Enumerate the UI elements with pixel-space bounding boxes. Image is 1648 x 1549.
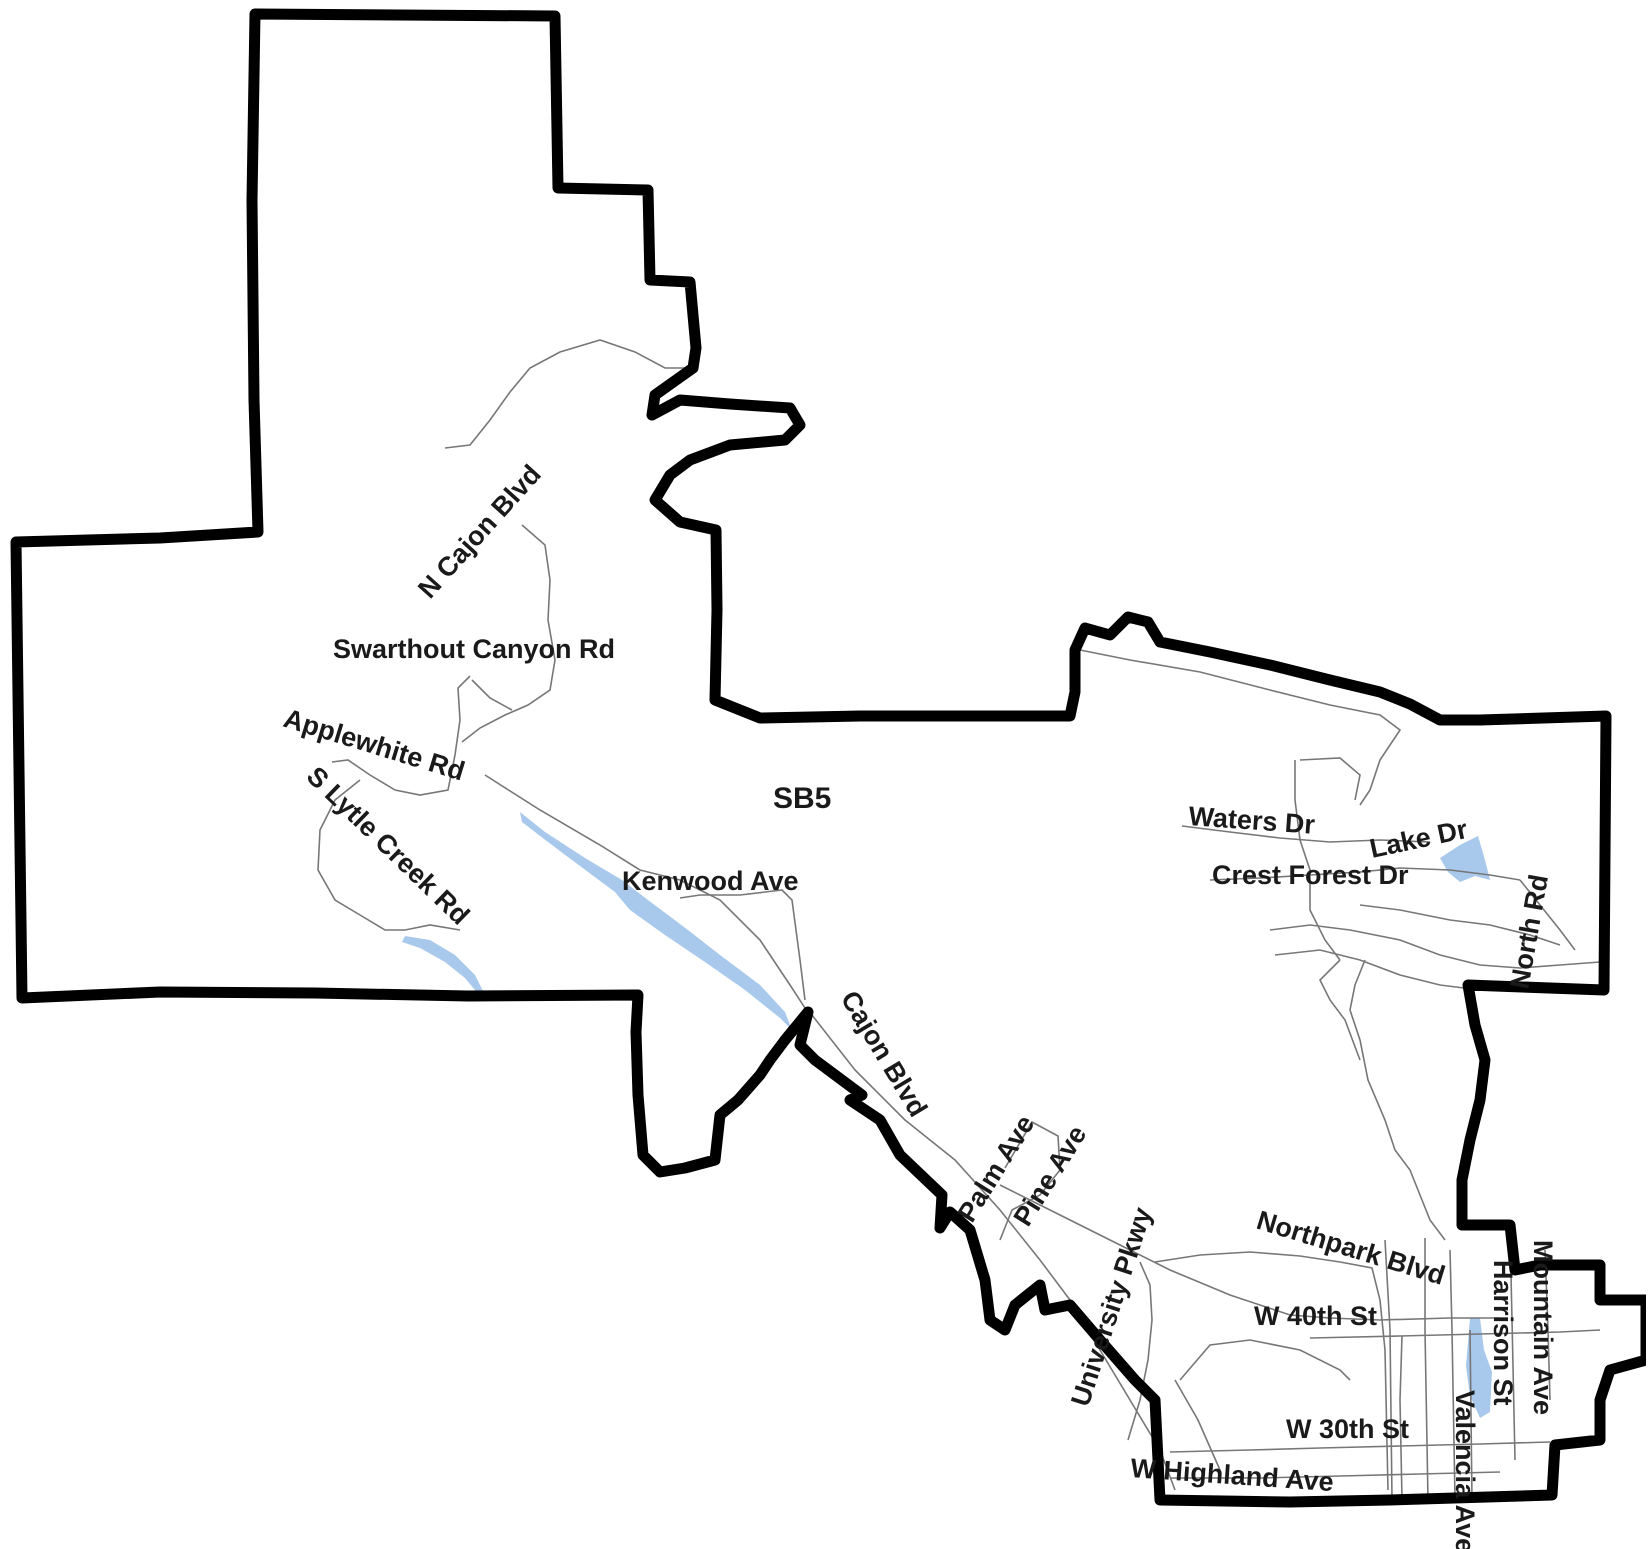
road-w-30th <box>1169 1441 1551 1453</box>
label-n-cajon-blvd: N Cajon Blvd <box>412 459 547 604</box>
road-east-c <box>1359 904 1561 946</box>
road-mountain-ave <box>1544 1249 1551 1401</box>
road-highland-east <box>1179 1339 1351 1381</box>
road-lytle-main <box>484 774 806 1009</box>
road-east-d <box>1269 924 1601 969</box>
label-northpark-blvd: Northpark Blvd <box>1253 1205 1448 1291</box>
road-w-40th <box>1309 1329 1601 1339</box>
road-grid-a <box>1384 1239 1393 1501</box>
road-harrison-st <box>1399 1335 1403 1501</box>
road-cajon-to-highland <box>807 1009 1176 1491</box>
road-applewhite <box>471 679 513 711</box>
road-n-cajon-blvd <box>461 524 556 743</box>
label-valencia-ave: Valencia Ave <box>1450 1390 1480 1549</box>
label-harrison-st: Harrison St <box>1488 1260 1518 1406</box>
road-palm-pine-grid <box>999 1120 1061 1241</box>
water-body-valencia <box>1466 1318 1492 1418</box>
map-labels: SB5 N Cajon Blvd Swarthout Canyon Rd App… <box>280 459 1558 1549</box>
label-waters-dr: Waters Dr <box>1188 801 1317 840</box>
label-kenwood-ave: Kenwood Ave <box>622 866 799 896</box>
road-w-highland <box>1170 1471 1501 1479</box>
road-mountain-creek-b <box>1319 959 1361 1061</box>
road-kenwood <box>679 889 806 1001</box>
label-crest-forest-dr: Crest Forest Dr <box>1212 860 1409 890</box>
road-east-v <box>1294 760 1341 961</box>
label-north-rd: North Rd <box>1504 872 1554 991</box>
road-highland-west <box>1174 1379 1221 1471</box>
district-label: SB5 <box>773 782 831 815</box>
label-w-30th-st: W 30th St <box>1286 1414 1409 1444</box>
road-north-connector <box>1154 1251 1389 1491</box>
label-swarthout-canyon-rd: Swarthout Canyon Rd <box>333 634 615 664</box>
road-northpark <box>999 1184 1500 1321</box>
road-university-pkwy <box>1127 1261 1153 1441</box>
road-valencia <box>1424 1238 1429 1501</box>
label-mountain-ave: Mountain Ave <box>1528 1240 1558 1415</box>
water-body-lytle <box>402 936 485 996</box>
road-grid-c <box>1469 1329 1473 1501</box>
road-n-cajon-north <box>444 339 690 449</box>
road-waters-dr <box>1181 825 1431 843</box>
road-grid-b <box>1449 1249 1456 1501</box>
road-mountain-creek <box>1349 959 1446 1241</box>
district-boundary <box>10 8 1646 1508</box>
road-east-loop <box>1299 757 1361 801</box>
road-lytle-loop <box>317 779 461 931</box>
road-swarthout <box>331 675 471 796</box>
road-upper-east <box>1079 649 1402 806</box>
water-body-kenwood <box>520 812 792 1030</box>
road-north-rd-stub <box>1519 879 1576 951</box>
label-w-40th-st: W 40th St <box>1254 1301 1377 1331</box>
road-crest-forest <box>1209 867 1521 881</box>
